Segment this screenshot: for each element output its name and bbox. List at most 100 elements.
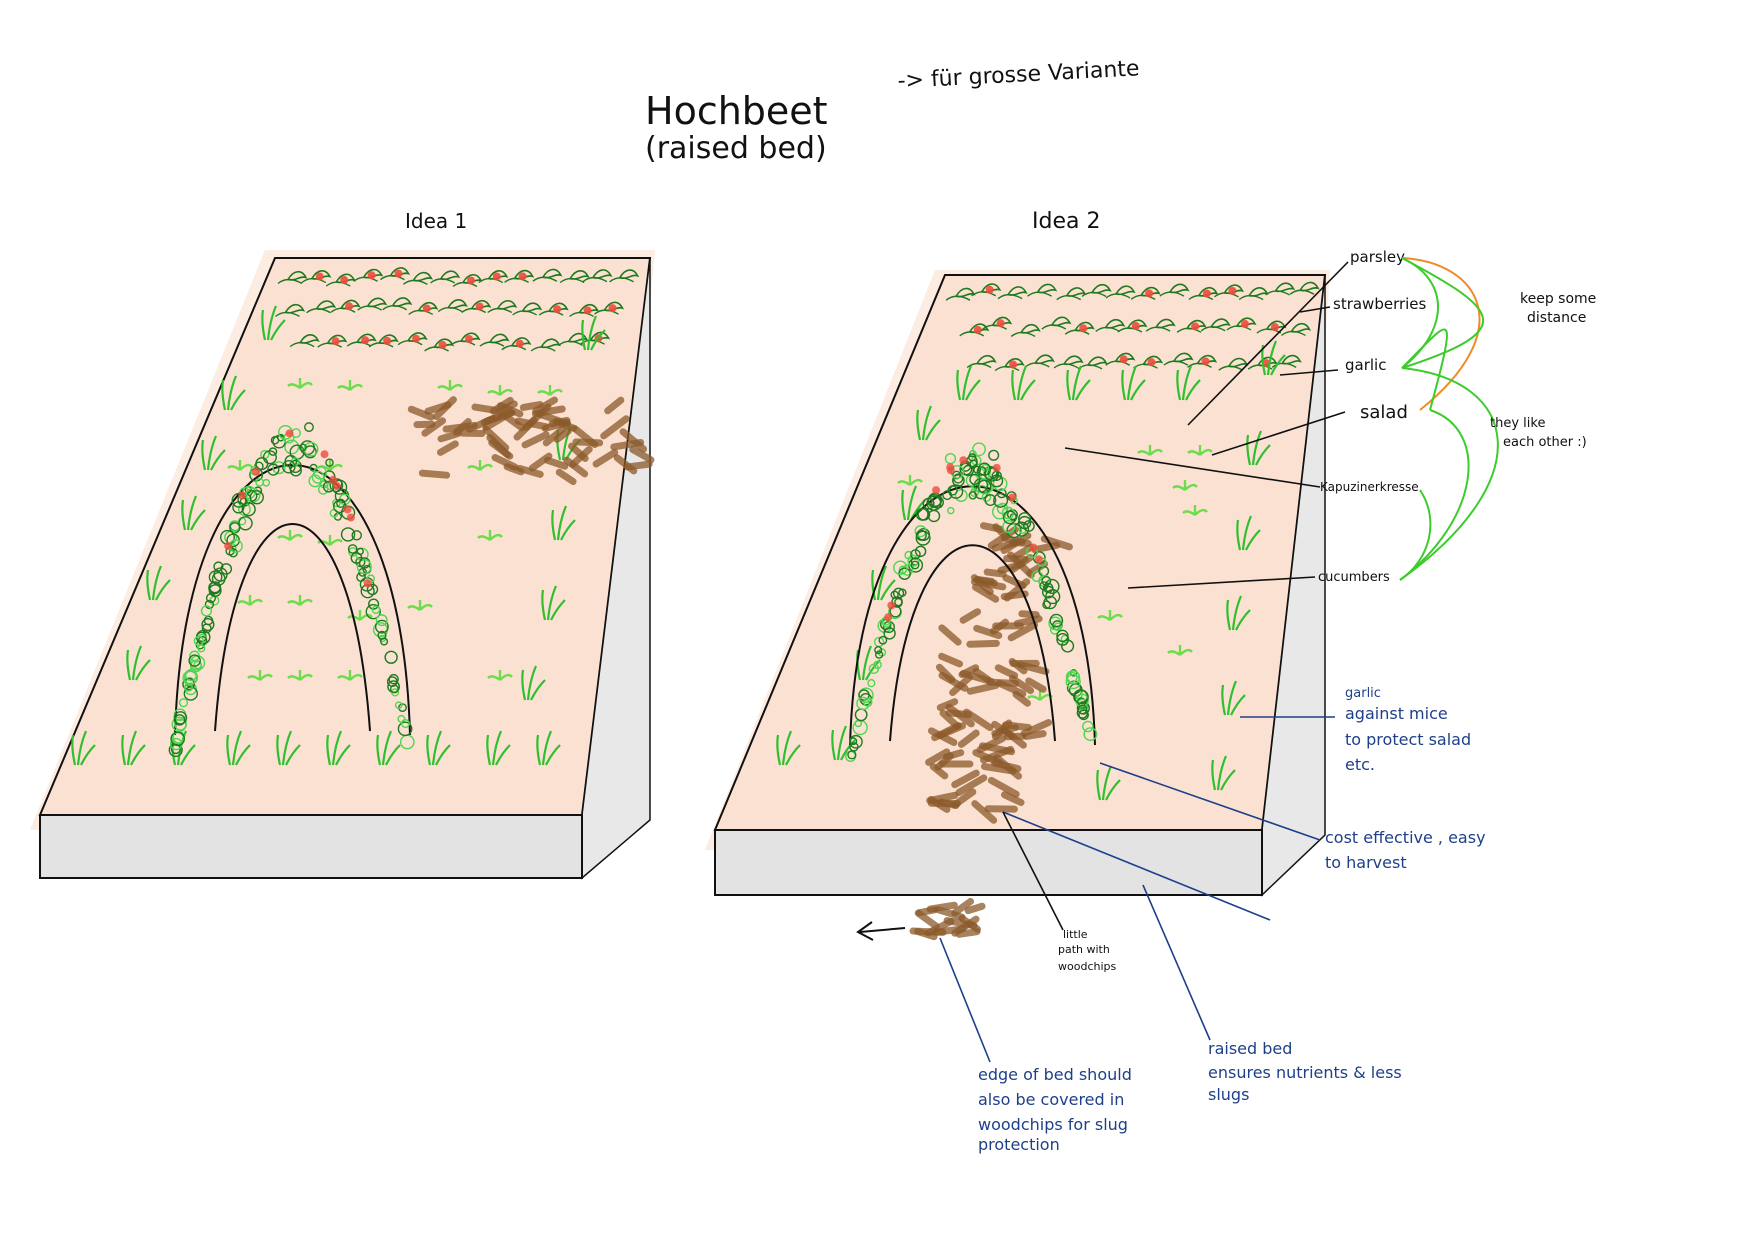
strawberry-vine — [450, 340, 476, 346]
strawberry-vine — [1095, 326, 1121, 333]
cucumber-vine-loop — [340, 527, 356, 542]
woodchip — [436, 440, 459, 456]
strawberry-vine — [289, 341, 315, 348]
woodchip — [542, 425, 567, 447]
woodchip — [976, 734, 1007, 754]
strawberry-vine — [609, 277, 634, 283]
grass-tuft — [1221, 680, 1246, 716]
woodchip — [1026, 560, 1049, 577]
woodchip — [971, 800, 998, 824]
woodchip — [935, 663, 956, 684]
cucumber-vine-loop — [262, 450, 277, 465]
strawberry-vine — [380, 274, 405, 281]
grass-tuft — [916, 405, 941, 441]
strawberry — [1147, 358, 1156, 367]
strawberry-vine — [317, 342, 343, 348]
strawberry-vine — [1271, 362, 1297, 368]
salad-sprout — [537, 385, 563, 396]
grass-tuft — [1246, 430, 1271, 466]
bed-2-box-front — [714, 829, 1263, 896]
grass-tuft — [326, 730, 351, 766]
woodchip — [424, 401, 452, 415]
strawberry-vine — [1024, 362, 1050, 368]
strawberry-vine — [1010, 331, 1036, 338]
cucumber-vine-loop — [910, 560, 920, 570]
relation-arcs — [1399, 257, 1499, 581]
cucumber-vine-loop — [971, 482, 981, 492]
cucumber-vine-loop — [1077, 704, 1088, 715]
cucumber-vine-loop — [368, 598, 380, 610]
woodchip — [973, 624, 1003, 640]
strawberry — [438, 340, 447, 349]
plant-labels — [1064, 261, 1349, 589]
strawberry-vine — [1218, 365, 1244, 371]
like-each-other-1: they like — [1490, 416, 1545, 431]
cucumber-vine-loop — [992, 476, 1008, 492]
cucumber-vine-loop — [874, 650, 884, 659]
strawberry — [331, 337, 340, 346]
cucumber-vine-loop — [1043, 595, 1058, 610]
kapuzinerkresse-flower — [251, 467, 260, 476]
strawberry-vine — [452, 281, 478, 288]
woodchip — [1007, 621, 1039, 642]
strawberry-vine — [982, 324, 1007, 330]
strawberry-vine — [971, 291, 997, 297]
cucumber-vine-loop — [282, 459, 296, 474]
note-garlic-1: against mice — [1345, 704, 1448, 723]
woodchip — [938, 652, 964, 668]
strawberry-vine — [945, 295, 971, 301]
woodchip — [531, 405, 566, 418]
cucumber-vine-loop — [1065, 670, 1081, 685]
strawberry-vine — [1117, 327, 1143, 333]
grass-tuft — [1176, 365, 1201, 401]
cucumber-vine-loop — [1002, 510, 1017, 525]
salad-sprout — [1182, 505, 1208, 516]
woodchip — [1016, 661, 1050, 676]
woodchip — [925, 748, 951, 766]
woodchip — [955, 774, 988, 796]
strawberry — [1201, 357, 1210, 366]
woodchip — [604, 396, 625, 415]
cucumber-vine-loop — [914, 525, 927, 538]
strawberry — [985, 285, 994, 294]
cucumber-vine-loop — [1023, 520, 1035, 532]
strawberry-vine — [461, 307, 487, 314]
woodchip — [1025, 677, 1047, 693]
cucumber-vine-loop — [1018, 525, 1028, 534]
strawberry-vine — [580, 339, 605, 345]
woodchip — [418, 469, 451, 479]
woodchip — [966, 639, 1000, 648]
woodchip — [541, 419, 571, 432]
grass-tuft — [1236, 515, 1261, 551]
woodchip — [592, 448, 619, 468]
woodchip — [613, 454, 638, 475]
cucumber-vine-loop — [173, 711, 188, 725]
idea-1-label: Idea 1 — [405, 209, 467, 233]
cucumber-vine-loop — [299, 443, 307, 452]
cucumber-vine-loop — [313, 465, 328, 480]
bed-idea-1 — [30, 250, 655, 880]
strawberry — [1131, 321, 1140, 330]
cucumber-vine-loop — [893, 560, 908, 575]
kapuzinerkresse-flower — [884, 613, 893, 622]
woodchip — [1000, 590, 1029, 601]
note-raised-bed-1: raised bed — [1208, 1039, 1292, 1058]
cucumber-vine-loop — [241, 502, 256, 517]
grass-tuft — [1066, 365, 1091, 401]
strawberry-vine — [357, 305, 383, 311]
cucumber-vine-loop — [1042, 600, 1051, 610]
salad-sprout — [287, 595, 313, 606]
strawberry-vine — [1027, 291, 1052, 297]
salad-sprout — [487, 670, 513, 681]
woodchip — [496, 400, 518, 415]
woodchip — [486, 434, 511, 459]
strawberry-vine — [1145, 326, 1171, 332]
cucumber-vine-loop — [1065, 673, 1081, 690]
strawberry — [1228, 286, 1237, 295]
strawberry — [996, 319, 1005, 328]
cucumber-vine-loop — [1041, 585, 1055, 599]
woodchip — [1009, 675, 1035, 695]
cucumber-vine-loop — [1002, 519, 1016, 534]
grass-tuft — [126, 645, 151, 681]
strawberry-vine — [530, 346, 556, 352]
